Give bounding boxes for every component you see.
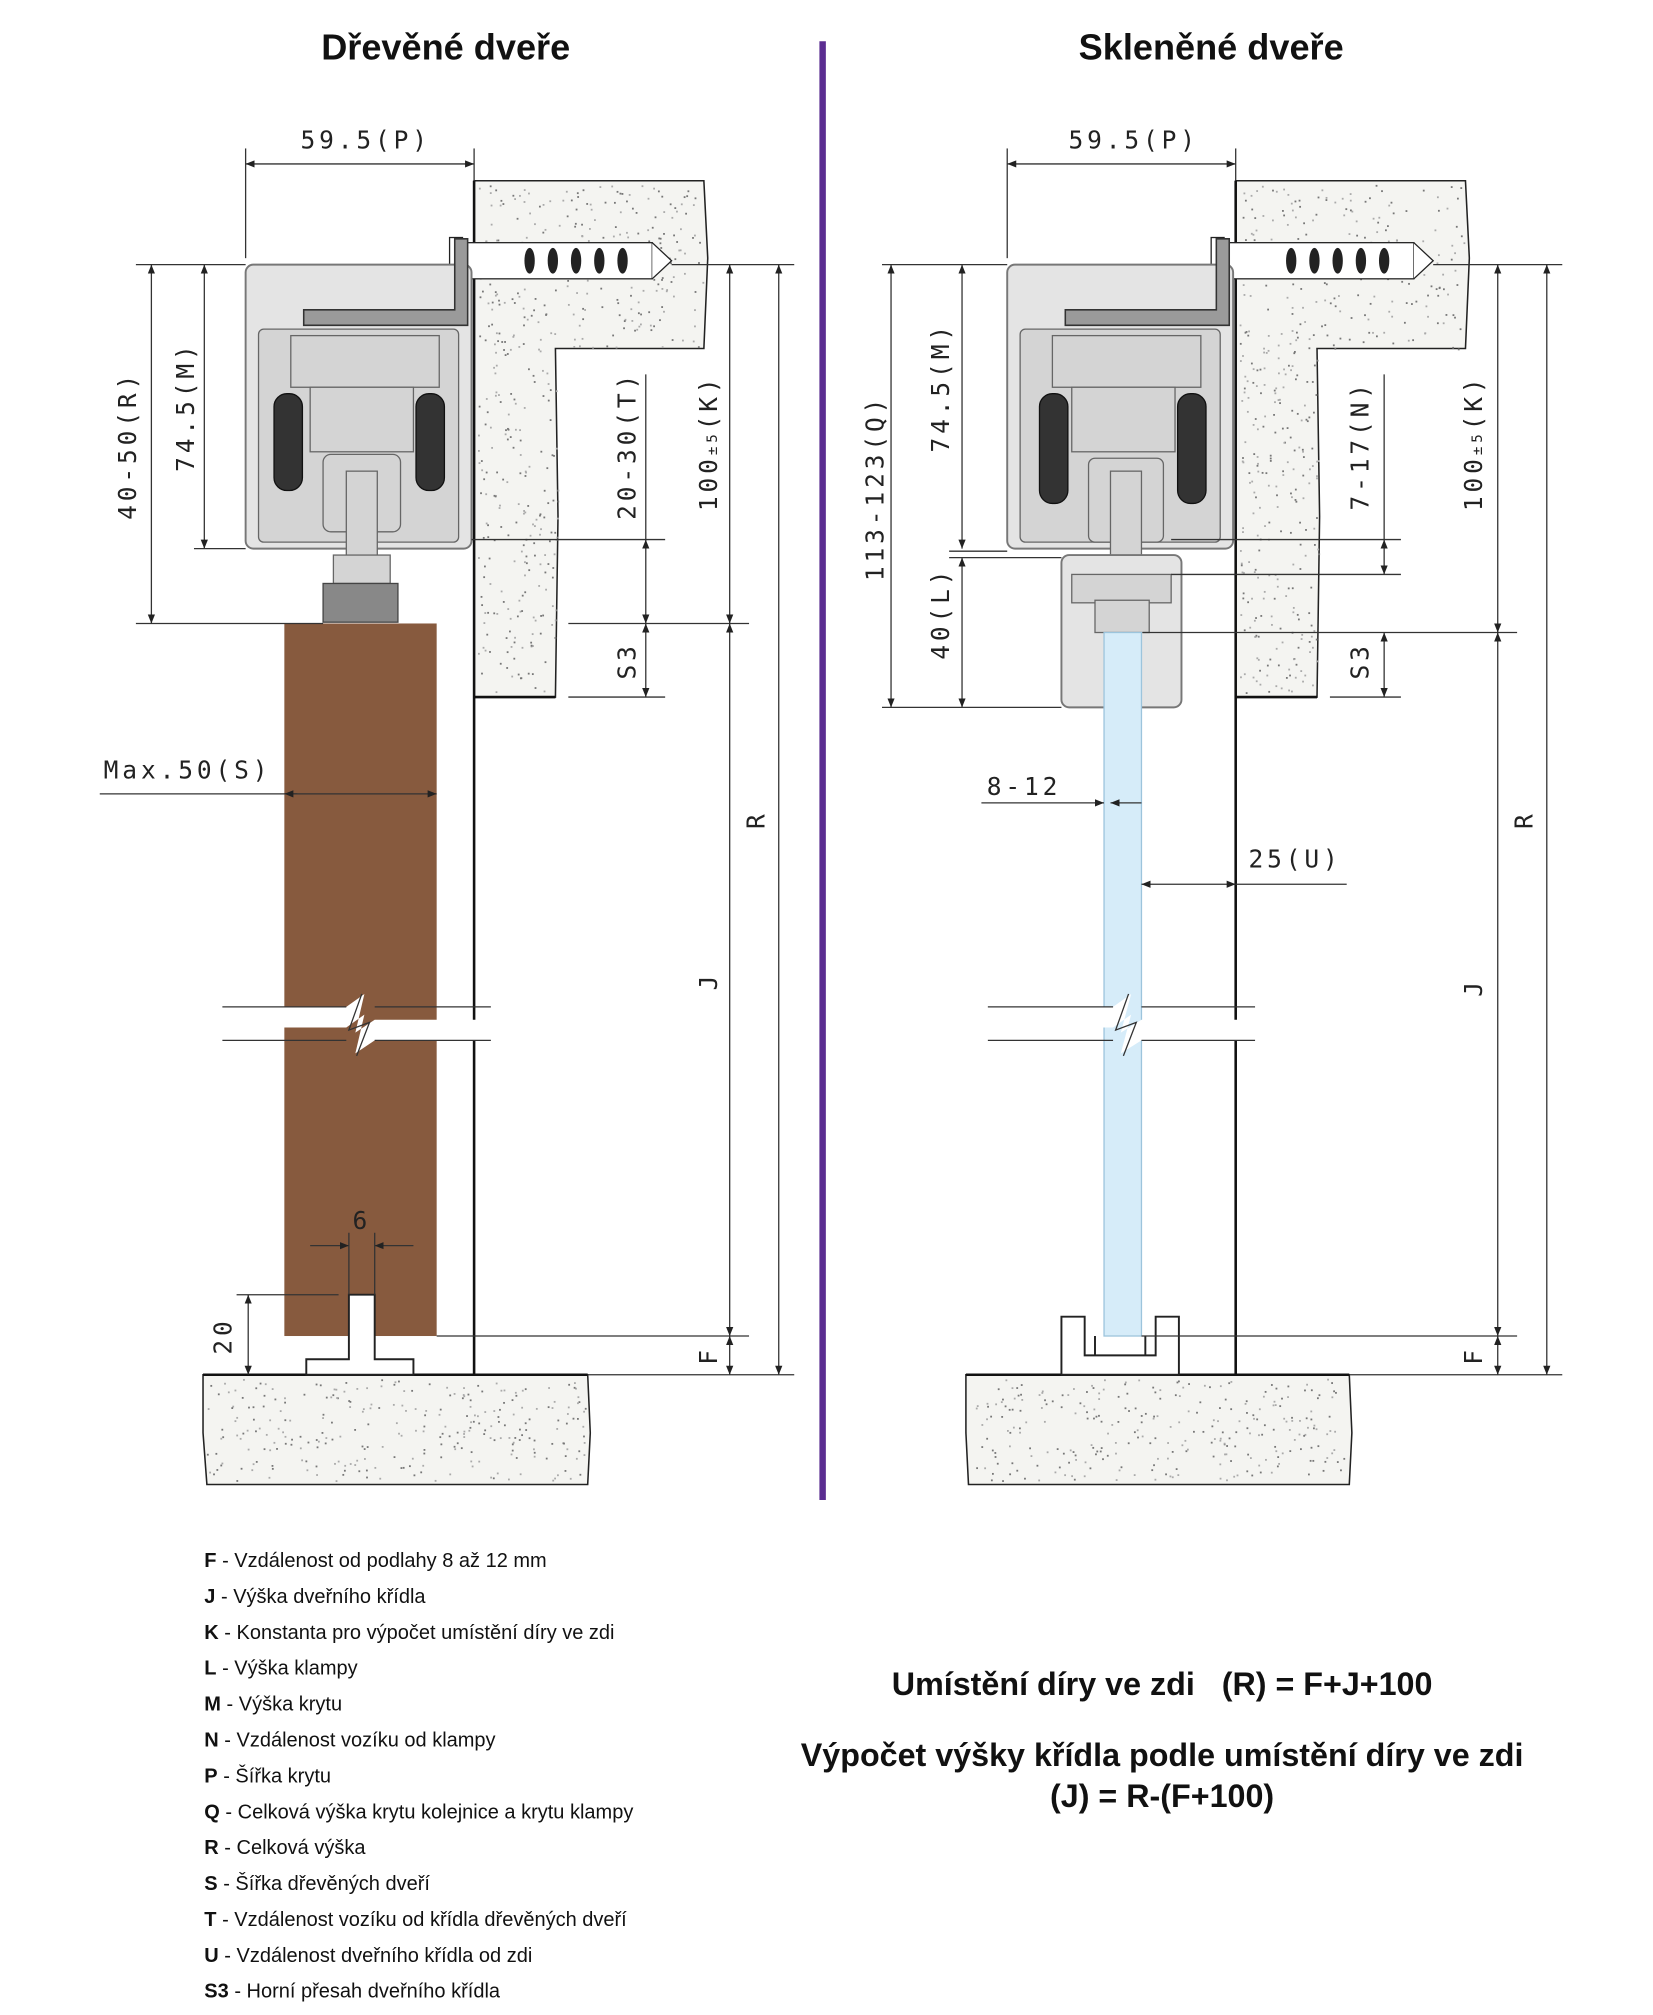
wood-door-leaf [284, 623, 437, 1337]
svg-text:100±5(K): 100±5(K) [1459, 374, 1488, 511]
legend-text: - Vzdálenost od podlahy 8 až 12 mm [217, 1550, 547, 1572]
legend-item: K - Konstanta pro výpočet umístění díry … [204, 1622, 614, 1644]
floor-concrete [202, 1373, 592, 1486]
legend-item: Q - Celková výška krytu kolejnice a kryt… [204, 1801, 633, 1823]
dim-r: R [742, 810, 771, 829]
glass-door-diagram: 59.5(P) 113-123(Q) 74.5(M) 40(L) 7-17(N)… [860, 125, 1563, 1486]
dim-t: 20-30(T) [612, 371, 641, 520]
svg-text:100±5(K): 100±5(K) [694, 374, 723, 511]
legend-text: - Vzdálenost vozíku od klampy [219, 1730, 496, 1752]
dim-f: F [694, 1346, 723, 1365]
mounting-bracket [1064, 238, 1231, 327]
dim-u: 25(U) [1248, 844, 1341, 873]
rail-housing [244, 238, 473, 623]
legend-key: N [204, 1730, 218, 1752]
roller [1176, 393, 1207, 505]
legend-text: - Šířka dřevěných dveří [218, 1872, 431, 1895]
dim-s3: S3 [1346, 642, 1375, 679]
legend-text: - Vzdálenost vozíku od křídla dřevěných … [217, 1909, 628, 1931]
formula-j-title: Výpočet výšky křídla podle umístění díry… [801, 1737, 1524, 1773]
legend-text: - Celková výška krytu kolejnice a krytu … [220, 1801, 633, 1823]
dim-j: J [694, 972, 723, 991]
dim-s-max: Max.50(S) [104, 755, 272, 784]
floor-concrete [965, 1373, 1353, 1486]
dim-k: 100±5(K) [1459, 374, 1488, 511]
dim-glass-thickness: 8-12 [987, 772, 1062, 801]
dim-guide-h: 20 [208, 1317, 237, 1354]
glass-door-title: Skleněné dveře [1079, 26, 1344, 67]
dimension-lines [882, 148, 1563, 1376]
legend-key: M [204, 1694, 221, 1716]
legend-text: - Horní přesah dveřního křídla [229, 1981, 501, 2003]
dim-s3: S3 [612, 642, 641, 679]
glass-door-leaf [1103, 631, 1143, 1337]
floor-guide [1060, 1315, 1180, 1376]
formula-r: Umístění díry ve zdi (R) = F+J+100 [892, 1666, 1433, 1702]
dim-m: 74.5(M) [171, 341, 200, 471]
legend-key: F [204, 1550, 216, 1572]
legend-text: - Výška klampy [217, 1658, 358, 1680]
break-mark [987, 993, 1256, 1054]
legend-text: - Výška krytu [221, 1694, 342, 1716]
legend-key: T [204, 1909, 216, 1931]
legend: F - Vzdálenost od podlahy 8 až 12 mmJ - … [204, 1550, 633, 2003]
roller [1038, 393, 1069, 505]
break-mark [222, 993, 491, 1054]
legend-item: F - Vzdálenost od podlahy 8 až 12 mm [204, 1550, 546, 1572]
dim-width-p: 59.5(P) [1069, 125, 1199, 154]
legend-item: R - Celková výška [204, 1837, 366, 1859]
legend-text: - Celková výška [219, 1837, 367, 1859]
concrete-texture [477, 185, 705, 694]
legend-item: N - Vzdálenost vozíku od klampy [204, 1730, 495, 1752]
legend-key: L [204, 1658, 216, 1680]
mounting-bracket [302, 238, 469, 327]
formula-j: (J) = R-(F+100) [1050, 1778, 1274, 1814]
concrete-texture [1239, 184, 1466, 694]
concrete-texture [206, 1378, 587, 1483]
wood-door-diagram: 59.5(P) 40-50(R) 74.5(M) 20-30(T) 100±5(… [99, 125, 795, 1486]
dim-l: 40(L) [926, 567, 955, 660]
legend-item: S - Šířka dřevěných dveří [204, 1872, 430, 1895]
roller [273, 393, 304, 492]
legend-key: S3 [204, 1981, 228, 2003]
legend-item: L - Výška klampy [204, 1658, 357, 1680]
dim-n: 7-17(N) [1346, 380, 1375, 510]
dim-r-range: 40-50(R) [113, 371, 142, 520]
legend-key: S [204, 1873, 217, 1895]
legend-key: U [204, 1945, 218, 1967]
legend-item: M - Výška krytu [204, 1694, 342, 1716]
legend-text: - Šířka krytu [218, 1764, 331, 1787]
dimension-lines [99, 148, 795, 1376]
legend-key: P [204, 1765, 217, 1787]
roller [415, 393, 446, 492]
dim-j: J [1459, 978, 1488, 997]
legend-key: K [204, 1622, 219, 1644]
dim-r: R [1510, 810, 1539, 829]
wood-door-title: Dřevěné dveře [321, 26, 570, 67]
glass-clamp [1060, 554, 1183, 709]
legend-item: J - Výška dveřního křídla [204, 1586, 426, 1608]
dim-width-p: 59.5(P) [300, 125, 430, 154]
legend-item: S3 - Horní přesah dveřního křídla [204, 1981, 501, 2003]
dim-m: 74.5(M) [926, 322, 955, 452]
dim-k: 100±5(K) [694, 374, 723, 511]
dim-groove: 6 [352, 1206, 371, 1235]
legend-key: Q [204, 1801, 220, 1823]
legend-text: - Výška dveřního křídla [215, 1586, 426, 1608]
legend-item: P - Šířka krytu [204, 1764, 331, 1787]
legend-key: J [204, 1586, 215, 1608]
legend-item: U - Vzdálenost dveřního křídla od zdi [204, 1945, 532, 1967]
legend-text: - Konstanta pro výpočet umístění díry ve… [219, 1622, 615, 1644]
legend-key: R [204, 1837, 219, 1859]
legend-item: T - Vzdálenost vozíku od křídla dřevěnýc… [204, 1909, 627, 1931]
concrete-texture [975, 1378, 1346, 1482]
dim-q: 113-123(Q) [860, 395, 889, 581]
dim-f: F [1459, 1346, 1488, 1365]
legend-text: - Vzdálenost dveřního křídla od zdi [219, 1945, 533, 1967]
floor-guide [305, 1293, 415, 1376]
